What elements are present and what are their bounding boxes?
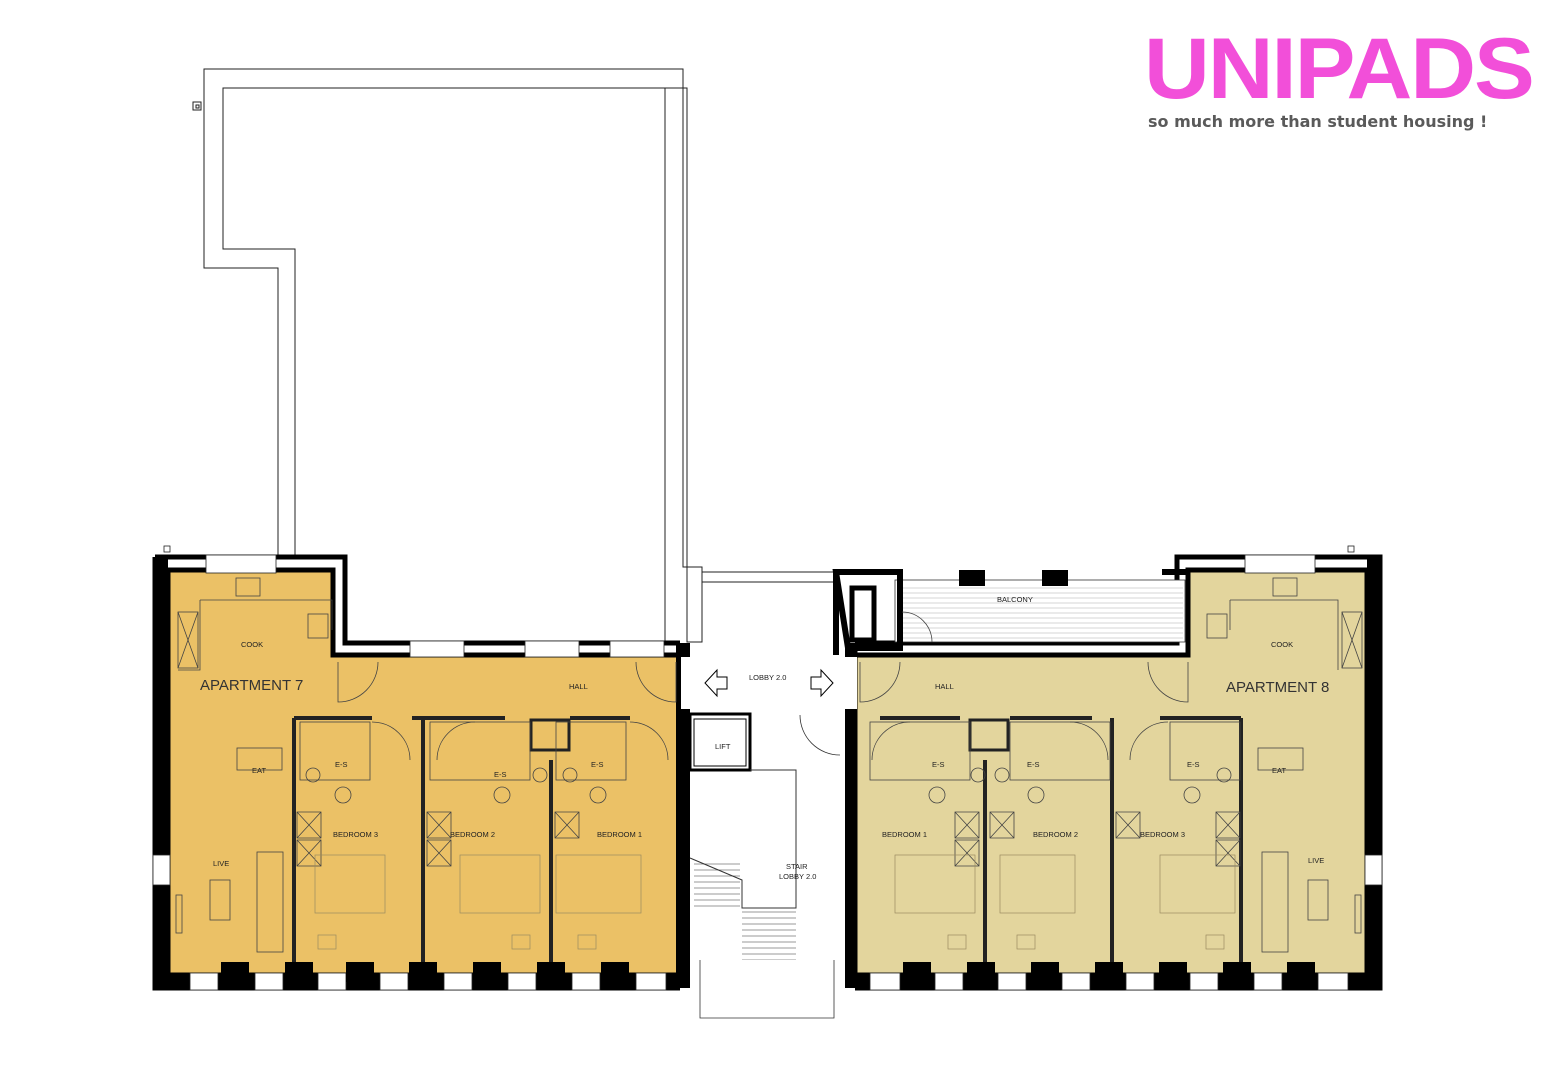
apt7-live-label: LIVE	[213, 859, 229, 868]
apt7-eat-label: EAT	[252, 766, 266, 775]
apt8-bedroom-1-label: BEDROOM 1	[882, 830, 927, 839]
wardrobe	[296, 811, 322, 839]
stair-label-1: STAIR	[786, 862, 808, 871]
apt7-bedroom-3-label: BEDROOM 3	[333, 830, 378, 839]
lobby-label: LOBBY 2.0	[749, 673, 786, 682]
apt7-hall-label: HALL	[569, 682, 588, 691]
stair-label-2: LOBBY 2.0	[779, 872, 816, 881]
apt8-hall-label: HALL	[935, 682, 954, 691]
brand-name: UNIPADS	[1144, 21, 1535, 117]
wardrobe	[1215, 839, 1241, 867]
apt8-es-1-label: E-S	[932, 760, 945, 769]
apt7-es-2-label: E-S	[494, 770, 507, 779]
apt7-es-1-label: E-S	[335, 760, 348, 769]
wardrobe	[426, 811, 452, 839]
apt7-es-3-label: E-S	[591, 760, 604, 769]
survey-markers	[163, 545, 1355, 553]
apartment-7-label: APARTMENT 7	[200, 677, 303, 694]
kitchen-living-furniture	[175, 577, 1363, 953]
wardrobe	[554, 811, 580, 839]
brand-tagline: so much more than student housing !	[1148, 112, 1488, 131]
window-piers	[221, 962, 1315, 982]
unipads-logo: UNIPADS so much more than student housin…	[1140, 26, 1535, 136]
wardrobe	[989, 811, 1015, 839]
wardrobe	[1115, 811, 1141, 839]
apt7-cook-label: COOK	[241, 640, 263, 649]
balcony	[832, 569, 1187, 655]
apt8-cook-label: COOK	[1271, 640, 1293, 649]
apt8-bedroom-3-label: BEDROOM 3	[1140, 830, 1185, 839]
wardrobe	[1215, 811, 1241, 839]
apt8-eat-label: EAT	[1272, 766, 1286, 775]
apt8-bedroom-2-label: BEDROOM 2	[1033, 830, 1078, 839]
apt8-es-3-label: E-S	[1187, 760, 1200, 769]
door-swings	[337, 611, 1189, 761]
wardrobe	[296, 839, 322, 867]
apt8-es-2-label: E-S	[1027, 760, 1040, 769]
windows	[152, 554, 1383, 991]
apt7-bedroom-1-label: BEDROOM 1	[597, 830, 642, 839]
apartment-8-label: APARTMENT 8	[1226, 679, 1329, 696]
furniture-beds	[314, 854, 1236, 950]
upper-terrace-outline	[192, 68, 836, 643]
wardrobe	[426, 839, 452, 867]
apt8-live-label: LIVE	[1308, 856, 1324, 865]
balcony-label: BALCONY	[997, 595, 1033, 604]
apt7-bedroom-2-label: BEDROOM 2	[450, 830, 495, 839]
wardrobe	[954, 811, 980, 839]
core-lobby	[681, 655, 857, 1019]
lift-label: LIFT	[715, 742, 731, 751]
ensuite-outlines	[299, 721, 1241, 804]
room-labels: APARTMENT 7 APARTMENT 8 BALCONY LOBBY 2.…	[200, 595, 1329, 881]
